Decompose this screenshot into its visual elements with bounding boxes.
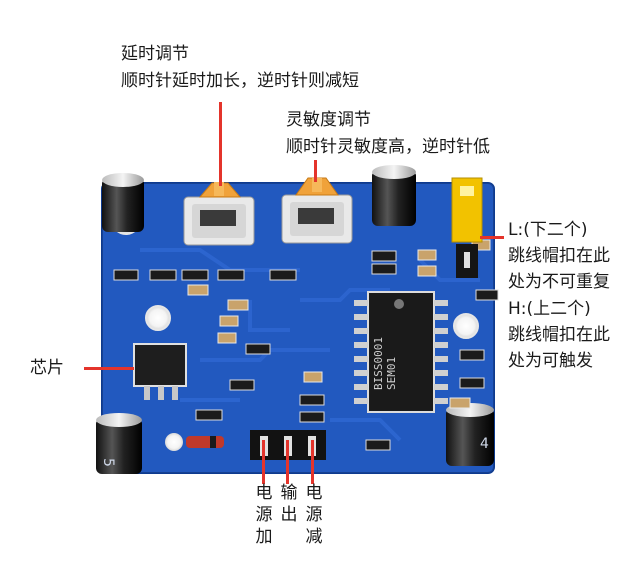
sensitivity-title: 灵敏度调节 <box>286 110 371 130</box>
jumper-pointer-line <box>480 236 504 239</box>
jumper-h-line2: 处为可触发 <box>508 351 593 371</box>
capacitor-bottom-right: 4 <box>446 403 494 466</box>
sensitivity-pointer-line <box>314 160 317 182</box>
delay-title: 延时调节 <box>121 44 189 64</box>
pin-plus-label: 电源加 <box>255 483 273 547</box>
jumper <box>451 177 483 278</box>
ic-label-line1: BISS0001 <box>372 337 385 390</box>
smd-components <box>113 250 499 451</box>
chip-label: 芯片 <box>30 358 64 378</box>
jumper-l-line2: 处为不可重复 <box>508 272 610 292</box>
delay-desc: 顺时针延时加长，逆时针则减短 <box>121 71 359 91</box>
ic-label-line2: SEM01 <box>385 356 398 390</box>
delay-pointer-line <box>219 102 222 186</box>
chip-pointer-line <box>84 367 134 370</box>
main-ic <box>354 291 448 413</box>
jumper-h-title: H:(上二个) <box>508 299 591 319</box>
jumper-l-title: L:(下二个) <box>508 220 588 240</box>
capacitor-top-right <box>372 165 416 226</box>
sensitivity-desc: 顺时针灵敏度高，逆时针低 <box>286 137 490 157</box>
sensitivity-potentiometer <box>281 177 353 244</box>
capacitor-bottom-left: 5 <box>96 413 142 474</box>
jumper-h-line1: 跳线帽扣在此 <box>508 325 610 345</box>
pin-out-label: 输出 <box>280 483 298 525</box>
svg-text:4: 4 <box>480 436 489 452</box>
pin-plus-line <box>262 440 265 484</box>
pin-minus-label: 电源减 <box>305 483 323 547</box>
capacitor-top-left <box>102 173 144 232</box>
regulator-chip <box>133 343 187 400</box>
ic-label-main: BISS0001 SEM01 <box>372 330 432 390</box>
jumper-l-line1: 跳线帽扣在此 <box>508 246 610 266</box>
delay-potentiometer <box>183 182 255 246</box>
svg-text:5: 5 <box>100 458 116 467</box>
pin-out-line <box>286 440 289 484</box>
diode <box>186 436 224 448</box>
pin-minus-line <box>311 440 314 484</box>
